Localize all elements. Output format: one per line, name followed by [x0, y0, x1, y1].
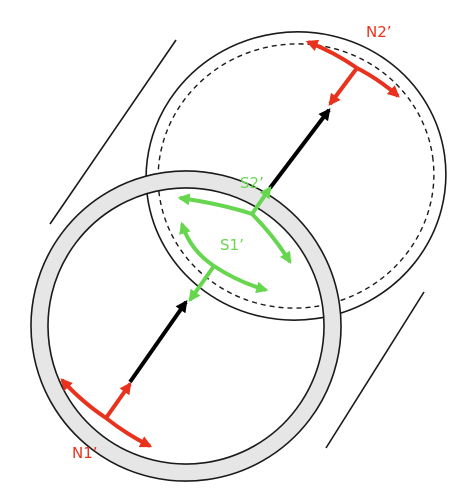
s2-arc-right [250, 212, 292, 265]
n1-normal-arrow [104, 382, 132, 420]
n2-label: N2’ [366, 23, 392, 41]
s1-arc-right [212, 264, 269, 294]
axis-arrow-lower [128, 300, 188, 384]
s1-label: S1’ [220, 236, 244, 254]
n1-label: N1’ [72, 444, 98, 462]
n1-arc-down [104, 416, 153, 448]
s1-pole-group [179, 221, 269, 302]
s1-arc-left [179, 221, 216, 268]
n1-pole-group [60, 378, 153, 448]
cylinder-top-edge [49, 39, 177, 225]
cylinder-bottom-edge [325, 291, 425, 449]
back-ring-inner-dashed-edge [157, 43, 435, 309]
n2-arc-right [356, 66, 400, 98]
front-ring-band [30, 170, 342, 482]
front-ring [30, 170, 342, 482]
n2-pole-group [305, 39, 400, 106]
s2-arc-left [177, 193, 253, 216]
axis-arrow-upper [268, 108, 331, 190]
s2-label: S2’ [240, 174, 264, 192]
n2-normal-arrow [328, 66, 359, 106]
s1-normal-arrow [188, 264, 216, 302]
s2-pole-group [177, 186, 292, 265]
central-axis [128, 108, 331, 384]
s2-normal-arrow [250, 186, 272, 216]
back-ring-outer-edge [145, 31, 447, 321]
back-ring [145, 31, 447, 321]
n1-arc-up [60, 378, 108, 420]
n2-arc-left [305, 39, 359, 70]
